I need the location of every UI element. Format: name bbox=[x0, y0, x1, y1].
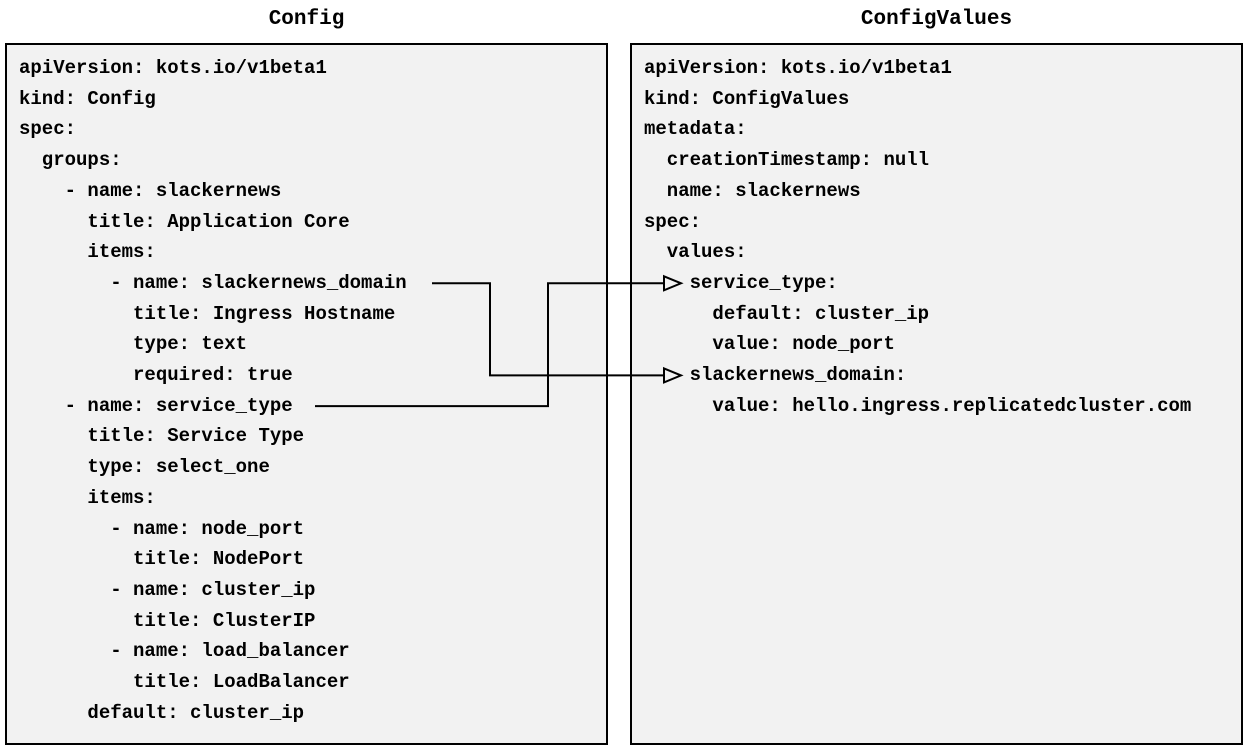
config-panel: apiVersion: kots.io/v1beta1 kind: Config… bbox=[5, 43, 608, 745]
configvalues-panel: apiVersion: kots.io/v1beta1 kind: Config… bbox=[630, 43, 1243, 745]
configvalues-yaml-code: apiVersion: kots.io/v1beta1 kind: Config… bbox=[644, 57, 1192, 417]
configvalues-panel-title: ConfigValues bbox=[860, 8, 1013, 31]
config-yaml-code: apiVersion: kots.io/v1beta1 kind: Config… bbox=[19, 57, 407, 724]
config-panel-title: Config bbox=[268, 8, 345, 31]
